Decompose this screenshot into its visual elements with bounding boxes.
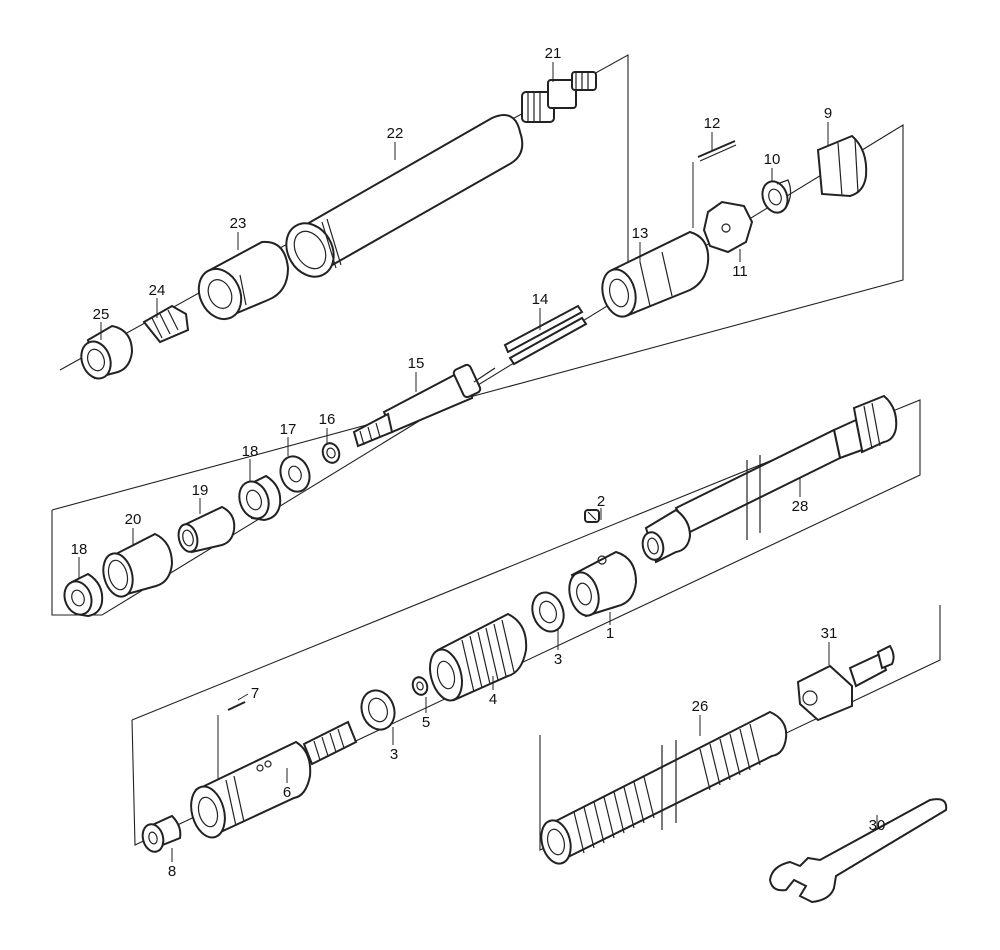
frame-middle-group (51, 124, 904, 616)
callout-part-25: 25 (93, 306, 110, 323)
part-4-grip (429, 612, 528, 702)
part-28-hose (641, 394, 898, 564)
part-31-coupler (796, 644, 895, 722)
part-2-set-screw (584, 509, 600, 523)
part-19-sleeve (177, 505, 236, 554)
part-8-bushing (141, 814, 182, 853)
callout-part-13: 13 (632, 225, 649, 242)
callout-part-9: 9 (824, 105, 832, 122)
callout-part-31: 31 (821, 625, 838, 642)
part-9-end-cap (816, 134, 868, 198)
frame-hose-group (131, 399, 921, 846)
callout-part-20: 20 (125, 511, 142, 528)
part-13-cylinder (601, 230, 710, 318)
part-22-tube (285, 114, 524, 278)
callout-part-24: 24 (149, 282, 166, 299)
callout-part-30: 30 (869, 817, 886, 834)
callout-part-14: 14 (532, 291, 549, 308)
part-30-wrench (768, 798, 948, 904)
callout-part-18-upper: 18 (242, 443, 259, 460)
part-3-washer-lower (360, 689, 396, 731)
callout-part-10: 10 (764, 151, 781, 168)
callout-1-number: 2 (597, 493, 605, 510)
callout-part-11: 11 (732, 263, 748, 280)
part-26-coil-hose (540, 710, 788, 865)
callout-part-12: 12 (704, 115, 721, 132)
callout-part-3-lower: 3 (390, 746, 398, 763)
callout-part-4: 4 (489, 691, 497, 708)
part-5-o-ring (411, 676, 429, 696)
callout-part-22: 22 (387, 125, 404, 142)
callout-part-5: 5 (422, 714, 430, 731)
part-18-bearing-lower (63, 572, 104, 618)
part-21-fitting (521, 71, 597, 123)
part-1-collar (568, 550, 638, 618)
part-20-housing (102, 532, 174, 598)
callout-part-21: 21 (545, 45, 562, 62)
part-15-rotor-shaft (352, 363, 496, 448)
callout-part-16: 16 (319, 411, 336, 428)
callout-part-17: 17 (280, 421, 297, 438)
callout-part-19: 19 (192, 482, 209, 499)
part-16-ring (321, 442, 341, 464)
part-18-bearing-upper (238, 474, 282, 522)
callout-part-1: 1 (606, 625, 614, 642)
part-12-pin (697, 140, 737, 162)
callout-part-28: 28 (792, 498, 809, 515)
callout-part-3-upper: 3 (554, 651, 562, 668)
callout-part-7: 7 (251, 685, 259, 702)
part-17-washer (279, 455, 311, 493)
callout-part-8: 8 (168, 863, 176, 880)
callout-part-6: 6 (283, 784, 291, 801)
part-14-vanes (503, 304, 588, 366)
part-23-nut (197, 240, 290, 321)
part-25-cap-nut (80, 324, 134, 380)
part-7-pin (227, 701, 246, 711)
callout-part-18-lower: 18 (71, 541, 88, 558)
callout-part-26: 26 (692, 698, 709, 715)
part-3-washer-upper (531, 591, 565, 633)
callout-part-23: 23 (230, 215, 247, 232)
part-10-bearing (761, 179, 792, 214)
callout-part-15: 15 (408, 355, 425, 372)
part-11-plate (702, 200, 754, 254)
part-24-collet (142, 304, 190, 344)
part-6-spindle (190, 720, 358, 839)
